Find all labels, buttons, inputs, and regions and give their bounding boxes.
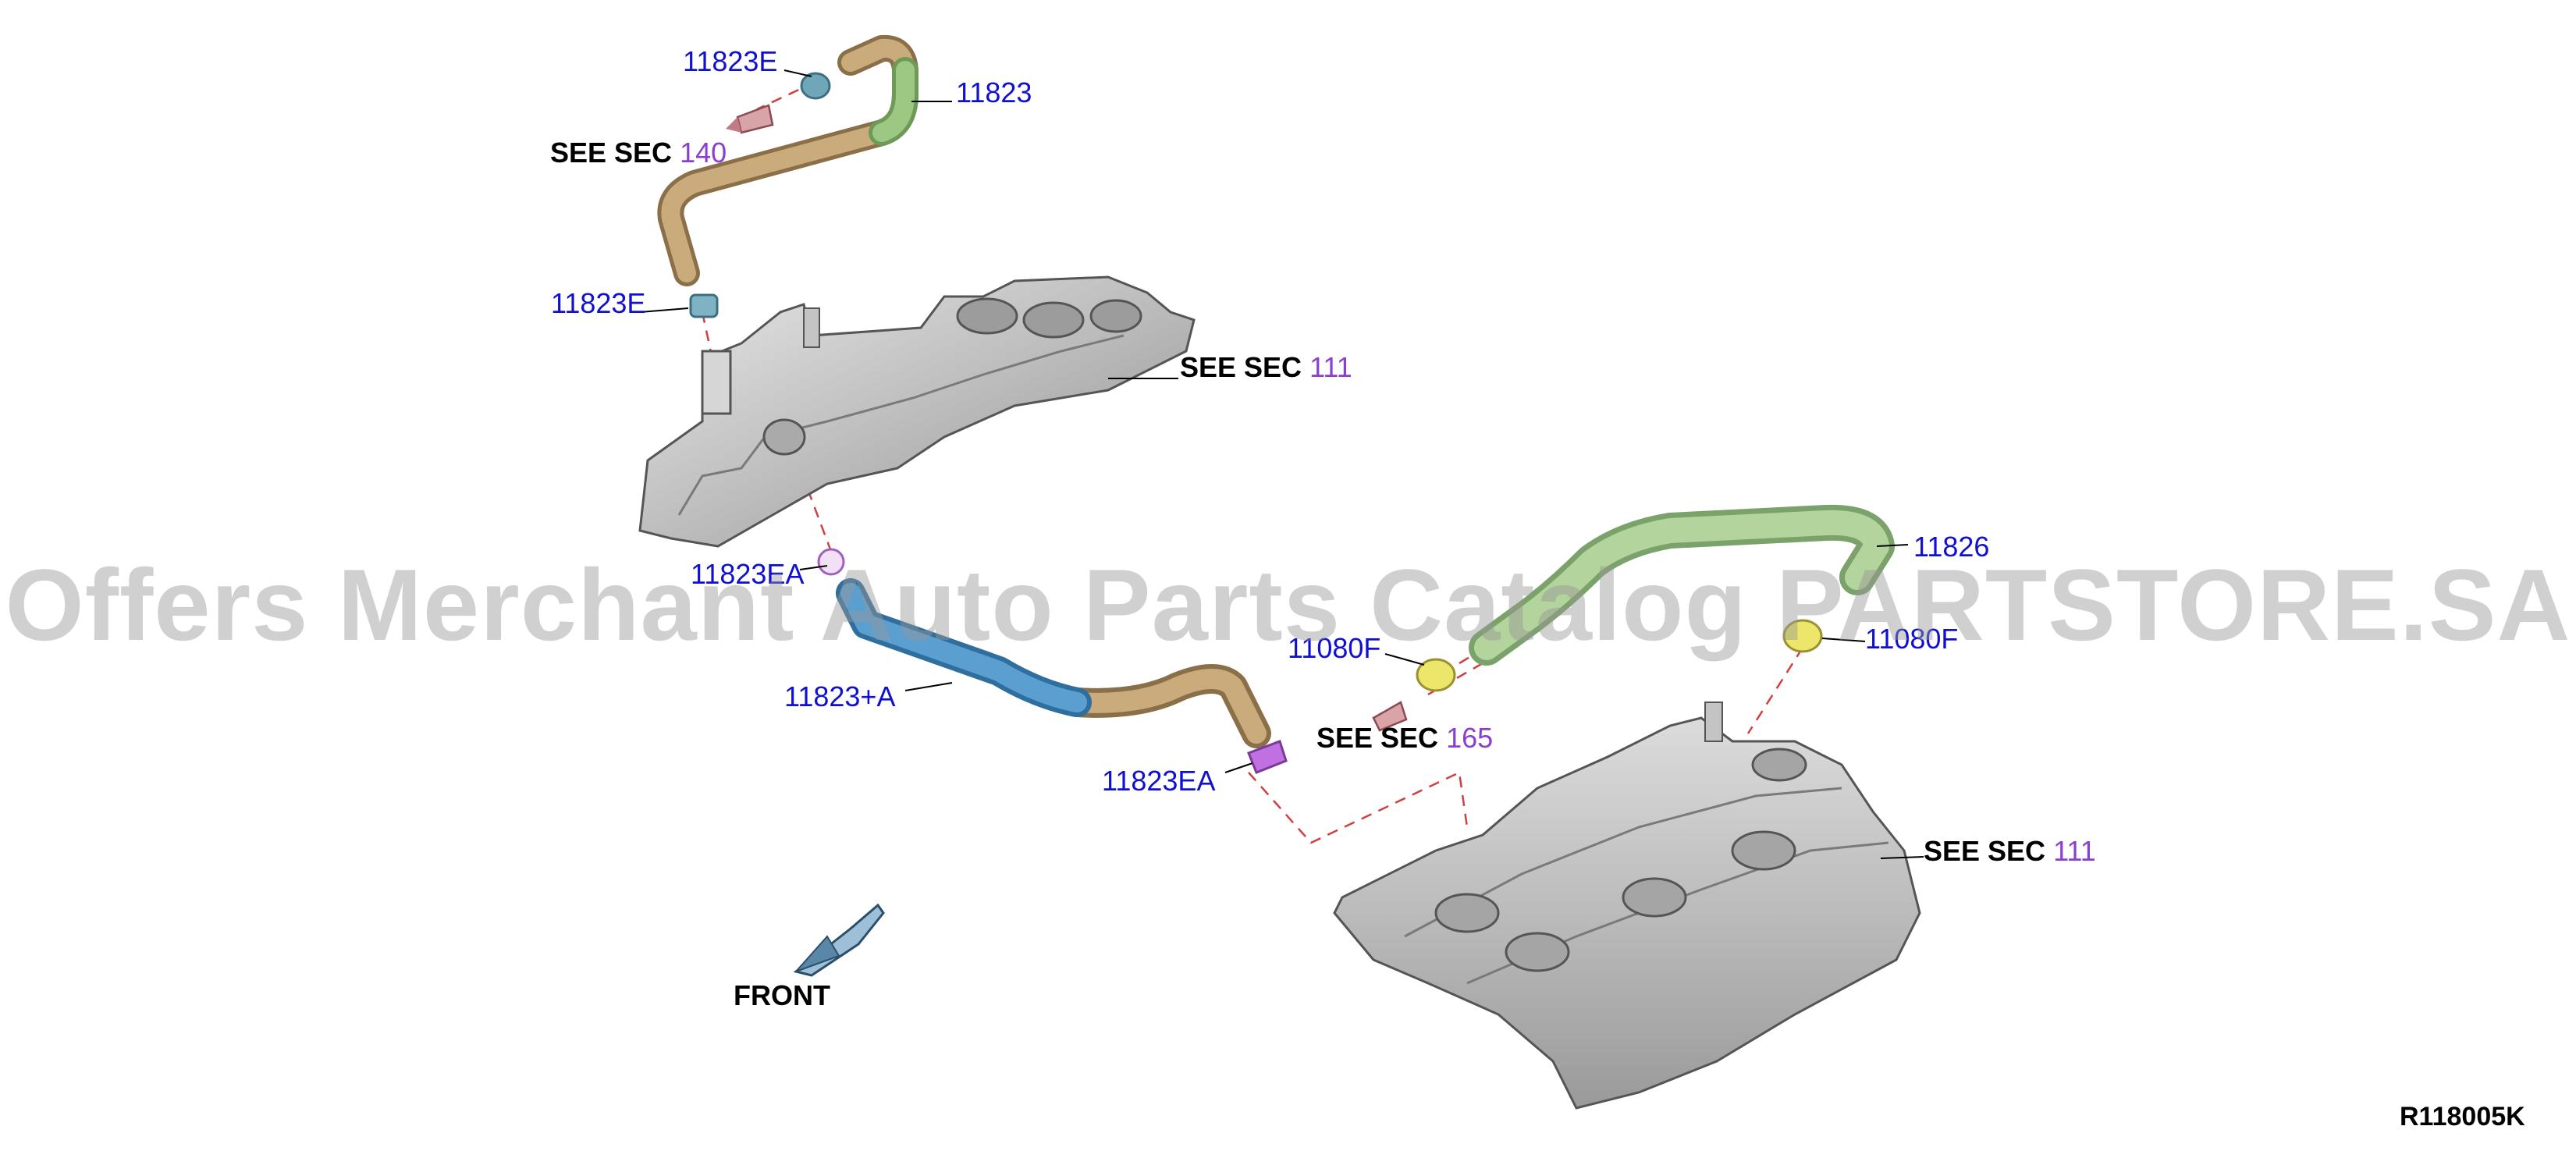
see-sec-number: 111 (1309, 351, 1352, 383)
front-arrow-icon (793, 903, 885, 977)
see-section-165: SEE SEC 165 (1316, 722, 1493, 755)
see-sec-number: 111 (2053, 835, 2096, 867)
label-11823: 11823 (956, 76, 1032, 108)
hose-11823 (657, 34, 918, 286)
label-11823E-top: 11823E (683, 45, 778, 77)
valve-cover-lower (1333, 702, 1921, 1110)
clamp-11080F-left (1416, 658, 1456, 692)
see-section-111-lower: SEE SEC 111 (1924, 835, 2096, 868)
hose-11823A (836, 578, 1271, 748)
fitting-11823EA-top (817, 548, 845, 576)
connector-sec140 (726, 104, 774, 134)
watermark: Offers Merchant Auto Parts Catalog PARTS… (5, 548, 2571, 662)
see-sec-prefix: SEE SEC (1180, 351, 1302, 383)
valve-cover-upper (638, 275, 1196, 548)
front-label: FRONT (734, 979, 830, 1011)
clamp-11080F-right (1782, 619, 1823, 653)
label-11080F-right: 11080F (1865, 623, 1959, 655)
see-section-140: SEE SEC 140 (550, 137, 727, 169)
label-11823E-mid: 11823E (551, 287, 646, 319)
label-11823EA-low: 11823EA (1102, 765, 1216, 797)
label-11823A: 11823+A (784, 680, 896, 712)
see-sec-number: 165 (1446, 722, 1494, 754)
label-11826: 11826 (1913, 531, 1990, 563)
fitting-11823EA-low (1247, 740, 1288, 774)
label-11823EA-top: 11823EA (691, 558, 805, 590)
see-sec-prefix: SEE SEC (1924, 835, 2046, 867)
clamp-11823E-mid (689, 293, 719, 318)
see-sec-prefix: SEE SEC (1316, 722, 1439, 754)
see-section-111-upper: SEE SEC 111 (1180, 351, 1352, 384)
label-leader-lines (639, 69, 1924, 859)
clamp-11823E-top (800, 72, 831, 100)
reference-code: R118005K (2400, 1102, 2525, 1131)
hose-11826 (1469, 504, 1895, 666)
connector-sec165 (1372, 701, 1408, 732)
label-11080F-left: 11080F (1288, 632, 1381, 664)
see-sec-prefix: SEE SEC (550, 137, 673, 169)
see-sec-number: 140 (680, 137, 727, 169)
